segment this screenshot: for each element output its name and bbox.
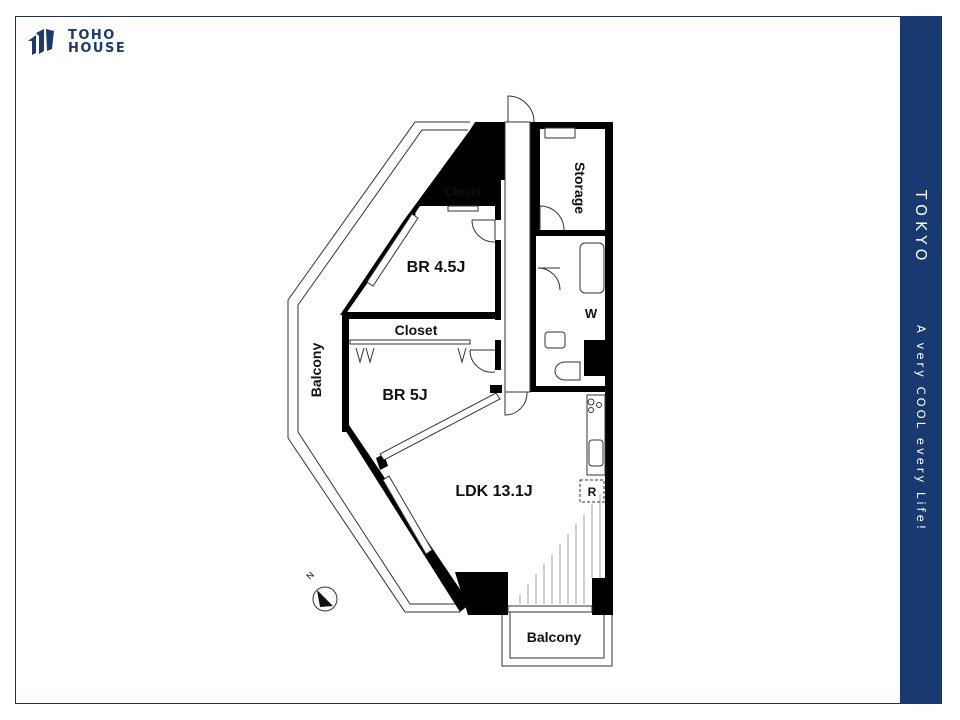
room-closet-mid: Closet [395, 322, 438, 338]
tagline: A very COOL every Life! [914, 325, 928, 533]
room-ldk: LDK 13.1J [455, 483, 532, 500]
room-storage: Storage [572, 162, 588, 214]
balcony-left-label: Balcony [308, 343, 324, 398]
city-label: TOKYO [912, 190, 930, 266]
windows [349, 127, 593, 613]
compass-north-label: N [304, 570, 316, 582]
side-band [900, 16, 942, 704]
doors [355, 95, 606, 503]
north-compass-icon: N [304, 570, 338, 612]
room-closet-top: Closet [445, 185, 482, 199]
refrigerator-label: R [588, 485, 597, 499]
logo-mark-icon [28, 29, 54, 55]
balcony-inner-line [297, 129, 468, 605]
balcony-bottom-label: Balcony [527, 629, 582, 645]
ldk-window-hatch [519, 494, 601, 604]
logo-line1: TOHO [68, 28, 116, 43]
room-washer: W [585, 306, 598, 321]
room-br-5j: BR 5J [382, 387, 427, 404]
toho-house-logo: TOHO HOUSE [26, 27, 126, 57]
balcony-outer-line [287, 121, 470, 613]
logo-line2: HOUSE [68, 41, 127, 56]
room-br-4-5j: BR 4.5J [407, 259, 466, 276]
